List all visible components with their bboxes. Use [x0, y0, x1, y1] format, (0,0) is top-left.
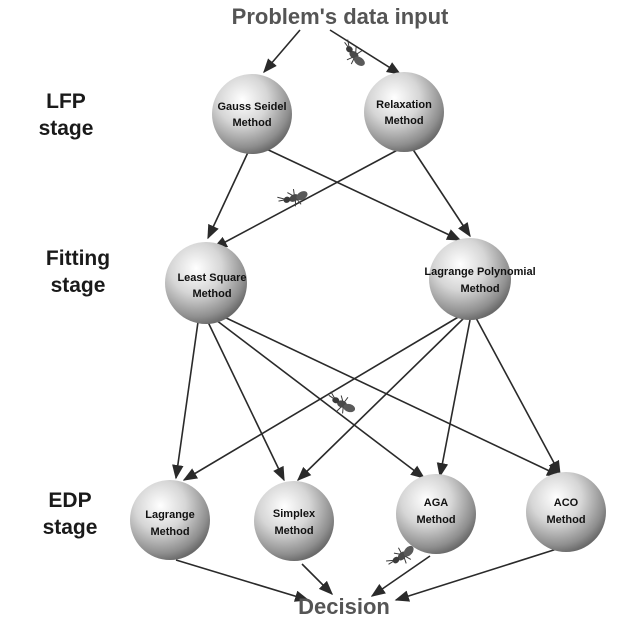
- edge-aga-decision: [370, 555, 431, 597]
- stage-label-edp: EDP stage: [43, 489, 98, 539]
- node-aco-sphere: [526, 472, 606, 552]
- stage-label-lfp-line1: LFP: [46, 90, 86, 113]
- node-simplex-sphere: [254, 481, 334, 561]
- node-lagrange-polynomial-line2: Method: [460, 283, 499, 295]
- node-aga-line2: Method: [416, 514, 455, 526]
- node-aga-line1: AGA: [424, 497, 449, 509]
- node-relaxation-line1: Relaxation: [376, 99, 432, 111]
- edge-gauss-seidel-lagrange-polynomial: [259, 145, 462, 241]
- stage-label-fitting-line2: stage: [51, 274, 106, 297]
- node-relaxation: Relaxation Method: [364, 72, 444, 152]
- edge-relaxation-least-square: [212, 145, 406, 249]
- node-least-square-line1: Least Square: [177, 272, 246, 284]
- edges: [172, 29, 562, 602]
- node-least-square-sphere: [165, 242, 247, 324]
- edge-lagrange-polynomial-aco: [475, 317, 561, 476]
- node-lagrange-polynomial: Lagrange Polynomial Method: [424, 238, 536, 320]
- node-relaxation-line2: Method: [384, 115, 423, 127]
- node-relaxation-sphere: [364, 72, 444, 152]
- node-gauss-seidel-line1: Gauss Seidel: [217, 101, 286, 113]
- node-lagrange-line1: Lagrange: [145, 509, 195, 521]
- node-aco-line2: Method: [546, 514, 585, 526]
- node-lagrange-sphere: [130, 480, 210, 560]
- decision-text: Decision: [298, 594, 390, 619]
- edge-simplex-decision: [301, 563, 334, 596]
- node-lagrange-polynomial-line1: Lagrange Polynomial: [424, 266, 535, 278]
- stage-label-edp-line1: EDP: [48, 489, 91, 512]
- node-simplex: Simplex Method: [254, 481, 334, 561]
- edge-input-relaxation: [329, 29, 402, 75]
- node-least-square: Least Square Method: [165, 242, 247, 324]
- edge-least-square-lagrange: [172, 321, 199, 480]
- node-aga: AGA Method: [396, 474, 476, 554]
- node-simplex-line1: Simplex: [273, 508, 316, 520]
- node-least-square-line2: Method: [192, 288, 231, 300]
- ant-icon: [336, 38, 372, 71]
- node-aco: ACO Method: [526, 472, 606, 552]
- stage-label-fitting-line1: Fitting: [46, 247, 110, 270]
- node-lagrange-line2: Method: [150, 526, 189, 538]
- stage-label-lfp: LFP stage: [39, 90, 94, 140]
- edge-lagrange-polynomial-aga: [436, 319, 471, 478]
- node-aga-sphere: [396, 474, 476, 554]
- edge-gauss-seidel-least-square: [207, 147, 251, 240]
- edge-input-gauss-seidel: [263, 29, 301, 74]
- node-lagrange-polynomial-sphere: [429, 238, 511, 320]
- node-gauss-seidel-sphere: [212, 74, 292, 154]
- edge-least-square-aco: [221, 315, 562, 477]
- node-gauss-seidel: Gauss Seidel Method: [212, 74, 292, 154]
- edge-lagrange-polynomial-simplex: [296, 317, 465, 482]
- stage-label-lfp-line2: stage: [39, 117, 94, 140]
- stage-label-edp-line2: stage: [43, 516, 98, 539]
- edge-relaxation-lagrange-polynomial: [411, 147, 471, 238]
- edge-lagrange-decision: [175, 559, 310, 602]
- node-gauss-seidel-line2: Method: [232, 117, 271, 129]
- stage-label-fitting: Fitting stage: [46, 247, 110, 297]
- node-aco-line1: ACO: [554, 497, 579, 509]
- title-text: Problem's data input: [232, 4, 449, 29]
- node-simplex-line2: Method: [274, 525, 313, 537]
- ant-icon: [324, 390, 359, 417]
- edge-aco-decision: [394, 547, 561, 602]
- node-lagrange: Lagrange Method: [130, 480, 210, 560]
- edge-least-square-simplex: [207, 321, 285, 482]
- edge-lagrange-polynomial-lagrange: [182, 315, 461, 481]
